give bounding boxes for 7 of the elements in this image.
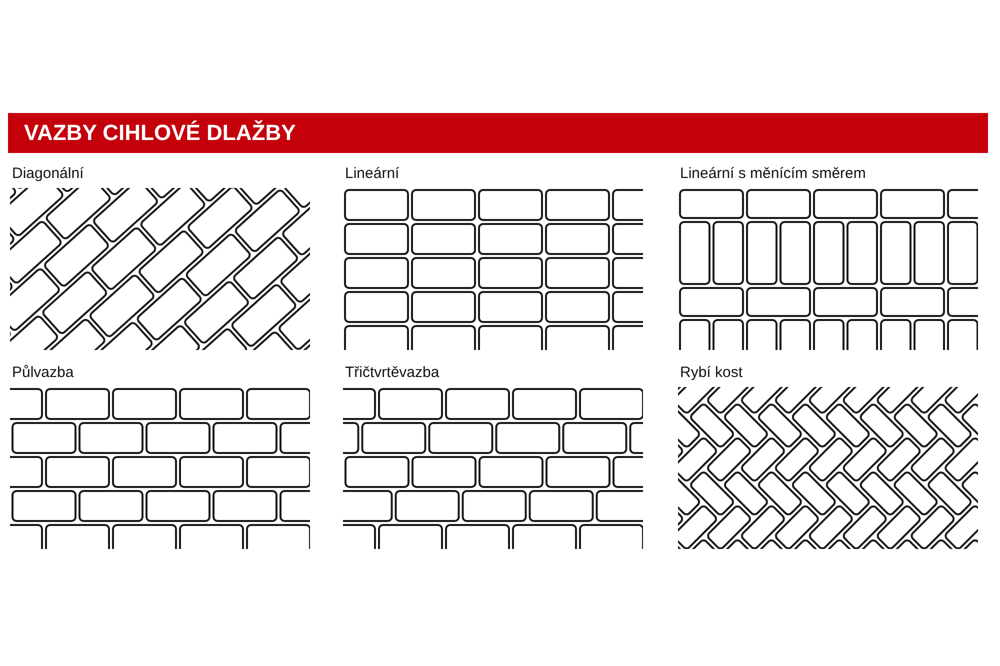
pattern-label: Diagonální bbox=[12, 165, 84, 182]
title-banner: VAZBY CIHLOVÉ DLAŽBY bbox=[8, 113, 988, 153]
pattern-label: Půlvazba bbox=[12, 364, 74, 381]
pattern-label: Rybí kost bbox=[680, 364, 743, 381]
pattern-label: Lineární s měnícím směrem bbox=[680, 165, 866, 182]
pattern-label: Lineární bbox=[345, 165, 400, 182]
pattern-label: Třičtvrtěvazba bbox=[345, 364, 440, 381]
